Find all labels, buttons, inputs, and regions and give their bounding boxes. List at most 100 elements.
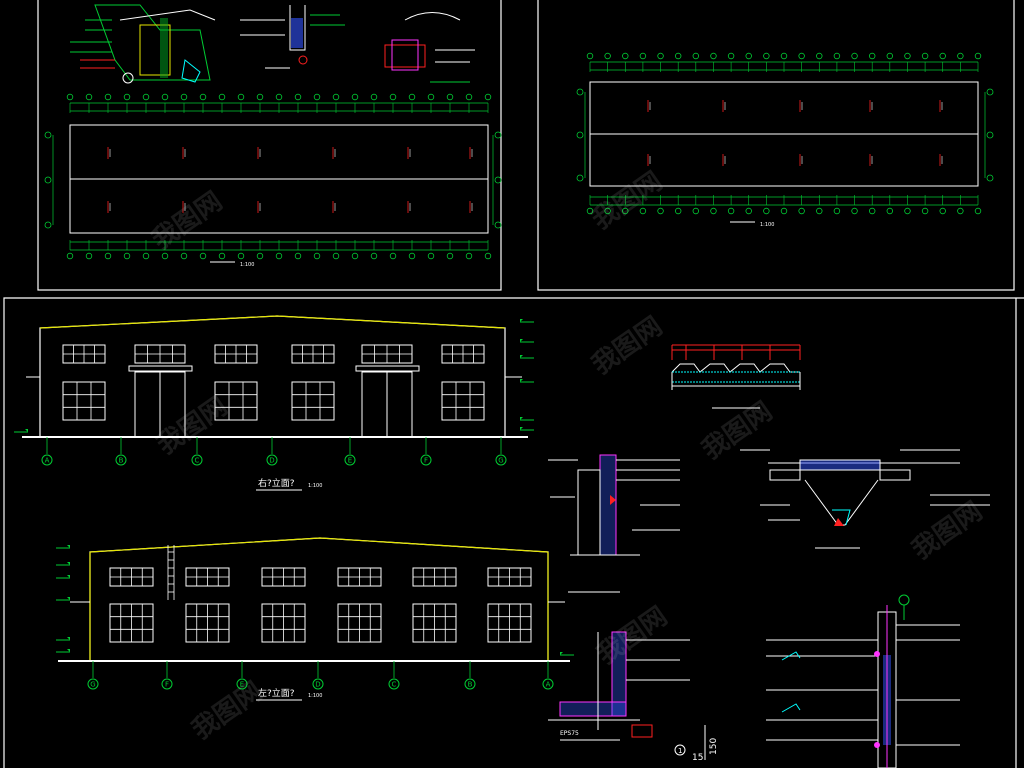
left-level-mark — [56, 562, 70, 566]
left-elevation-outline — [89, 537, 549, 662]
left-level-mark — [56, 637, 70, 641]
plan1-detail-cluster — [70, 4, 475, 84]
upper-window — [261, 567, 306, 587]
sheet-frames — [3, 0, 1024, 768]
axis-bubble — [351, 252, 359, 260]
watermark-text: 我图网 — [147, 186, 228, 255]
axis-bubble — [710, 52, 717, 60]
axis-bubble — [180, 252, 188, 260]
axis-bubble — [816, 207, 823, 215]
axis-bubble — [576, 131, 584, 139]
plan1-axis-grid — [44, 93, 502, 260]
axis-bubble — [484, 93, 492, 101]
axis-bubble — [657, 52, 664, 60]
right-elevation-outline — [39, 315, 506, 438]
axis-bubble — [104, 252, 112, 260]
axis-bubble — [408, 93, 416, 101]
axis-bubble — [199, 252, 207, 260]
axis-bubble — [639, 207, 647, 215]
axis-bubble — [494, 221, 502, 229]
watermark-text: 我图网 — [152, 391, 233, 460]
axis-bubble — [85, 93, 93, 101]
axis-bubble — [237, 93, 245, 101]
svg-text:A: A — [45, 457, 50, 465]
upper-window — [361, 344, 413, 364]
axis-bubble — [484, 252, 492, 260]
right-elevation-doors — [128, 365, 420, 438]
left-elevation-roof-line — [89, 537, 549, 553]
axis-bubble: B — [464, 678, 476, 690]
axis-bubble: F — [161, 678, 173, 690]
detail-dimension-150: 150 — [709, 738, 719, 755]
axis-bubble — [921, 207, 929, 215]
axis-bubble — [604, 52, 611, 60]
right-level-mark — [560, 652, 574, 656]
upper-window — [441, 344, 485, 364]
axis-bubble — [904, 52, 911, 60]
axis-bubble — [904, 207, 911, 215]
detail-callout-marker: 1 — [674, 744, 686, 756]
axis-bubble — [44, 221, 52, 229]
svg-text:C: C — [195, 457, 200, 465]
axis-bubble — [218, 252, 226, 260]
plan1-scale-text: 1:100 — [240, 262, 254, 268]
right-elevation-scale: 1:100 — [308, 483, 322, 489]
axis-bubble — [256, 93, 264, 101]
axis-bubble: C — [191, 454, 203, 466]
axis-bubble — [465, 252, 473, 260]
axis-bubble — [446, 93, 454, 101]
svg-text:G: G — [90, 681, 95, 689]
watermark-text: 我图网 — [587, 166, 668, 235]
axis-bubble — [142, 93, 150, 101]
right-level-mark — [520, 379, 534, 383]
axis-bubble — [351, 93, 359, 101]
wall-base-detail — [548, 454, 680, 593]
left-level-mark — [56, 597, 70, 601]
axis-bubble: G — [87, 678, 99, 690]
elevation-sheet-frame — [3, 297, 1024, 768]
left-elevation-ladder — [167, 545, 175, 600]
svg-text:C: C — [392, 681, 397, 689]
axis-bubble — [692, 52, 700, 60]
axis-bubble — [123, 252, 131, 260]
wall-corner-detail: EPS75 1 150 15 — [548, 631, 719, 763]
axis-bubble — [816, 52, 823, 60]
axis-bubble — [275, 93, 283, 101]
axis-bubble — [494, 176, 502, 184]
axis-bubble — [974, 52, 982, 60]
detail-dimension-15: 15 — [692, 753, 703, 763]
plan2-scale-text: 1:100 — [760, 222, 774, 228]
upper-window — [337, 567, 382, 587]
axis-bubble — [294, 93, 302, 101]
watermark-text: 我图网 — [697, 396, 778, 465]
axis-bubble — [294, 252, 302, 260]
axis-bubble: G — [495, 454, 507, 466]
axis-bubble — [622, 207, 629, 215]
axis-bubble — [180, 93, 188, 101]
axis-bubble: D — [266, 454, 278, 466]
axis-bubble — [104, 93, 112, 101]
svg-text:D: D — [315, 681, 320, 689]
axis-bubble — [674, 207, 682, 215]
axis-bubble — [142, 252, 150, 260]
right-elevation-upper-windows — [62, 344, 485, 364]
lower-window — [291, 381, 335, 421]
axis-bubble — [427, 252, 435, 260]
lower-window — [214, 381, 258, 421]
watermark-text: 我图网 — [907, 496, 988, 565]
svg-text:D: D — [269, 457, 274, 465]
right-level-mark — [520, 339, 534, 343]
lower-window — [337, 603, 382, 643]
svg-text:B: B — [468, 681, 473, 689]
plan1-title-block: 1:100 — [210, 261, 254, 268]
plan-sheet-1: 1:100 — [44, 4, 502, 268]
axis-bubble — [674, 52, 682, 60]
axis-bubble — [868, 207, 876, 215]
axis-bubble — [370, 252, 378, 260]
axis-bubble — [921, 52, 929, 60]
axis-bubble — [851, 207, 858, 215]
svg-text:A: A — [546, 681, 551, 689]
axis-bubble — [780, 52, 788, 60]
